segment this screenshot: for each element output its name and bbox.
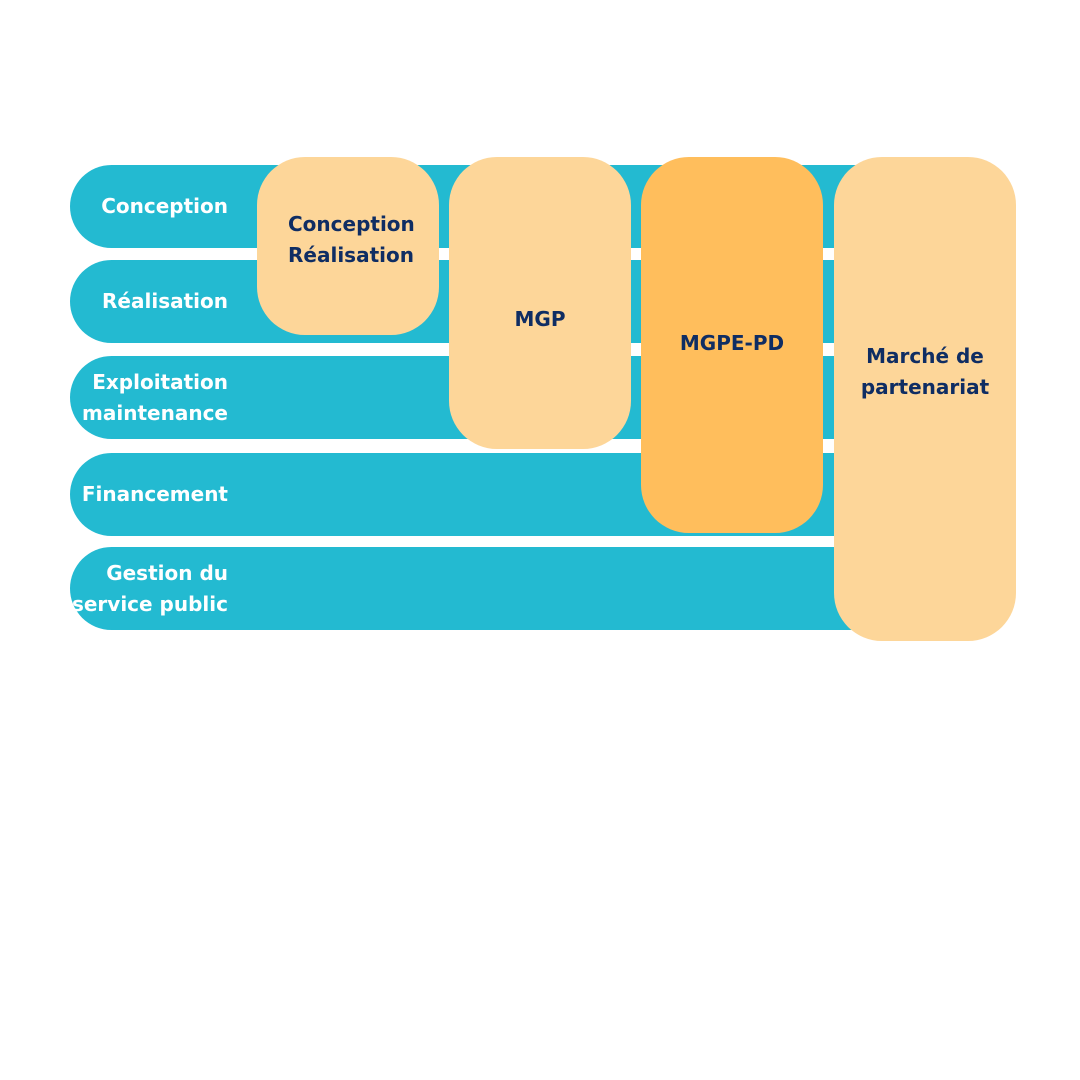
box-label: Marché de partenariat bbox=[860, 344, 990, 399]
box-label: MGPE-PD bbox=[679, 330, 785, 355]
box-mgpe-pd: MGPE-PD bbox=[641, 157, 823, 533]
box-mgp: MGP bbox=[449, 157, 631, 449]
box-label: Conception Réalisation bbox=[288, 212, 415, 267]
row-label: Réalisation bbox=[102, 289, 228, 313]
row-label: Gestion du service public bbox=[71, 560, 228, 616]
row-gestion-service-public: Gestion du service public bbox=[70, 547, 870, 630]
box-label: MGP bbox=[514, 306, 566, 331]
row-label: Conception bbox=[101, 194, 228, 218]
box-marche-de-partenariat: Marché de partenariat bbox=[834, 157, 1016, 641]
box-conception-realisation: Conception Réalisation bbox=[257, 157, 439, 335]
row-label: Financement bbox=[81, 482, 228, 506]
row-label: Exploitation maintenance bbox=[82, 369, 228, 425]
